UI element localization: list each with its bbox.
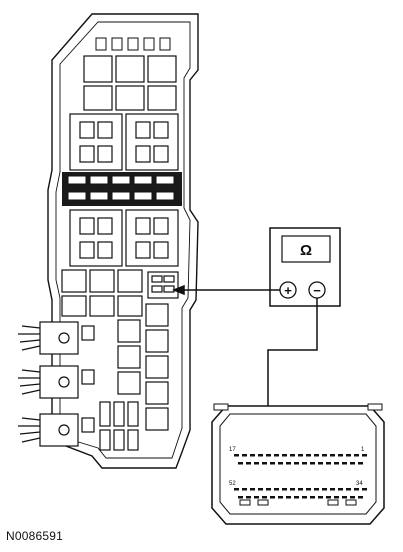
connector-pin [322, 454, 327, 457]
connector-pin [258, 454, 263, 457]
fuse-band [62, 172, 182, 206]
figure-id-label: N0086591 [6, 529, 63, 543]
connector-pin [266, 454, 271, 457]
upper-relay-grid [83, 55, 177, 111]
connector-pin [250, 454, 255, 457]
pin-label-17: 17 [229, 447, 236, 453]
connector-pin [306, 454, 311, 457]
connector-pin [234, 454, 239, 457]
connector-pin [354, 488, 359, 491]
connector-pin [362, 454, 367, 457]
connector-pin [342, 462, 347, 465]
connector-pin [346, 454, 351, 457]
pin-label-1: 1 [361, 447, 365, 453]
connector-pin [286, 462, 291, 465]
connector-pin [314, 454, 319, 457]
ohm-symbol: Ω [300, 242, 312, 259]
connector-pin [334, 462, 339, 465]
connector-pin [298, 488, 303, 491]
connector-pin [278, 462, 283, 465]
connector-pin [270, 496, 275, 499]
connector-pin [258, 488, 263, 491]
ohmmeter: Ω + − [269, 227, 341, 307]
connector-pin [238, 496, 243, 499]
connector-pin [338, 454, 343, 457]
pin-label-52: 52 [229, 481, 236, 487]
connector-keys [239, 499, 357, 506]
connector-pin [346, 488, 351, 491]
lower-relay-grid [99, 303, 169, 451]
connector-pin [262, 496, 267, 499]
large-relay-block-upper [69, 113, 179, 171]
test-terminal [147, 271, 179, 299]
cable-lug-3 [18, 413, 95, 447]
connector-pin [302, 496, 307, 499]
connector-pin [282, 488, 287, 491]
negative-lead [267, 298, 318, 436]
connector-pin [330, 488, 335, 491]
connector-pin [338, 488, 343, 491]
large-relay-block-lower [69, 209, 179, 267]
connector-pin [294, 496, 299, 499]
connector-pin [250, 488, 255, 491]
connector-pin [358, 462, 363, 465]
connector-pin [246, 462, 251, 465]
connector-pin [298, 454, 303, 457]
connector-pin [262, 462, 267, 465]
connector-pin [318, 462, 323, 465]
connector-pin [314, 488, 319, 491]
connector-pin [246, 496, 251, 499]
connector-pin [290, 488, 295, 491]
connector-pin [310, 496, 315, 499]
connector-pin [254, 462, 259, 465]
pin-label-34: 34 [356, 481, 363, 487]
connector-pin [318, 496, 323, 499]
mid-relay-row [61, 269, 143, 317]
connector-pin [334, 496, 339, 499]
connector-pin [242, 488, 247, 491]
negative-symbol: − [313, 283, 321, 298]
connector-pin [234, 488, 239, 491]
connector-pin [354, 454, 359, 457]
connector-pin [358, 496, 363, 499]
connector-pin [254, 496, 259, 499]
connector-pin [310, 462, 315, 465]
top-fuse-row [95, 37, 171, 51]
connector-pin [286, 496, 291, 499]
connector-pin [350, 496, 355, 499]
cable-lug-2 [18, 365, 95, 399]
connector-pin [266, 488, 271, 491]
connector-pin [238, 462, 243, 465]
test-leads [171, 284, 318, 438]
connector-pin-rows [234, 454, 367, 499]
connector-pin [290, 454, 295, 457]
connector-pin [278, 496, 283, 499]
connector-pin [306, 488, 311, 491]
positive-lead-probe [171, 284, 185, 296]
connector-pin [302, 462, 307, 465]
connector-pin [326, 462, 331, 465]
connector-pin [350, 462, 355, 465]
connector-pin [362, 488, 367, 491]
connector-pin [322, 488, 327, 491]
positive-symbol: + [284, 283, 292, 298]
connector-pin [242, 454, 247, 457]
connector-pin [330, 454, 335, 457]
connector-pin [282, 454, 287, 457]
cable-lug-1 [18, 321, 95, 355]
connector-pin [294, 462, 299, 465]
connector-pin [274, 488, 279, 491]
connector-pin [274, 454, 279, 457]
connector-pin [270, 462, 275, 465]
connector-pin [342, 496, 347, 499]
connector-pin [326, 496, 331, 499]
